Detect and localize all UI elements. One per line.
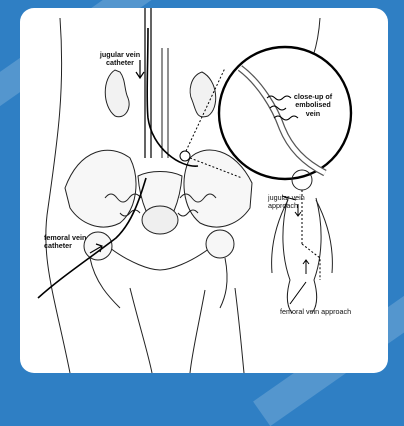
illustration-card: jugular vein catheter close-up of emboli… — [20, 8, 388, 373]
mini-femoral-arrow — [303, 260, 309, 274]
left-kidney — [190, 72, 216, 117]
right-femur — [220, 258, 227, 308]
mini-pointer — [290, 282, 306, 304]
closeup-embolised-vein-label: close-up of embolised vein — [278, 93, 348, 118]
pelvic-venous-embolisation-illustration — [20, 8, 388, 373]
right-kidney — [105, 70, 129, 117]
thigh-outline — [235, 288, 244, 373]
jugular-vein-approach-label: jugular vein approach — [268, 194, 328, 211]
pubic-arch — [110, 248, 210, 270]
closeup-marker — [180, 151, 190, 161]
thigh-outline — [130, 288, 152, 373]
uterus — [142, 206, 178, 234]
femoral-vein-catheter-label: femoral vein catheter — [44, 234, 104, 251]
left-femur — [90, 258, 120, 308]
femoral-vein-approach-label: femoral vein approach — [280, 308, 380, 316]
thigh-outline — [190, 290, 205, 373]
right-hip-socket — [206, 230, 234, 258]
jugular-vein-catheter-label: jugular vein catheter — [90, 51, 150, 68]
